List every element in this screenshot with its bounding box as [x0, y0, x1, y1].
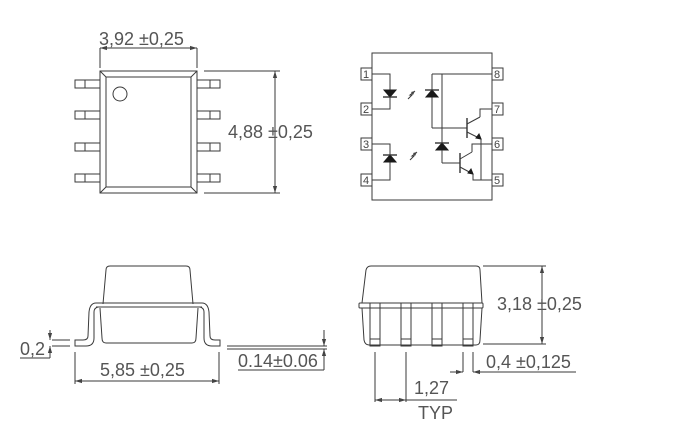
package-body-inner [105, 76, 192, 188]
top-view: 3,92 ±0,25 4,88 ±0,25 [74, 29, 313, 194]
pin-label-7: 7 [494, 104, 500, 116]
lead-thickness-label: 0,2 [20, 339, 45, 359]
side-body-bottom [99, 307, 199, 344]
photodiode-2-icon [434, 142, 460, 164]
led-1-icon [372, 73, 398, 110]
right-gull-wing-lead [199, 302, 221, 347]
light-emission-icon [407, 90, 418, 161]
top-width-label: 3,92 ±0,25 [99, 29, 184, 49]
lead-width-label: 0,4 ±0,125 [486, 352, 571, 372]
side-view: 0,2 5,85 ±0,25 0.14±0.06 [20, 265, 327, 384]
transistor-2-icon [459, 143, 492, 181]
photodiode-1-icon [424, 73, 492, 129]
pin-label-8: 8 [494, 69, 500, 81]
pin-label-5: 5 [494, 175, 500, 187]
package-body-outline [99, 70, 198, 194]
span-label: 5,85 ±0,25 [100, 360, 185, 380]
pin-label-6: 6 [494, 139, 500, 151]
top-height-label: 4,88 ±0,25 [228, 122, 313, 142]
schematic-outline [371, 52, 493, 201]
left-gull-wing-lead [74, 302, 99, 347]
side-body-top [102, 265, 194, 305]
standoff-label: 0.14±0.06 [238, 351, 318, 371]
pin1-marker-icon [112, 86, 128, 102]
left-pins [74, 79, 101, 183]
end-leads [369, 302, 474, 347]
pitch-label: 1,27 [414, 378, 449, 398]
pin-label-3: 3 [363, 139, 369, 151]
led-2-icon [372, 143, 398, 181]
end-body-top [361, 265, 483, 304]
end-body-bottom [361, 307, 483, 346]
end-height-label: 3,18 ±0,25 [497, 294, 582, 314]
pin-label-1: 1 [363, 69, 369, 81]
pin-label-4: 4 [363, 175, 369, 187]
pitch-typ-label: TYP [418, 403, 453, 423]
end-view: 3,18 ±0,25 0,4 ±0,125 1,27 TYP [358, 265, 582, 423]
schematic: 1 2 3 4 8 7 6 5 [360, 52, 504, 201]
transistor-1-icon [466, 108, 492, 180]
right-pins [196, 79, 221, 183]
pin-label-2: 2 [363, 104, 369, 116]
